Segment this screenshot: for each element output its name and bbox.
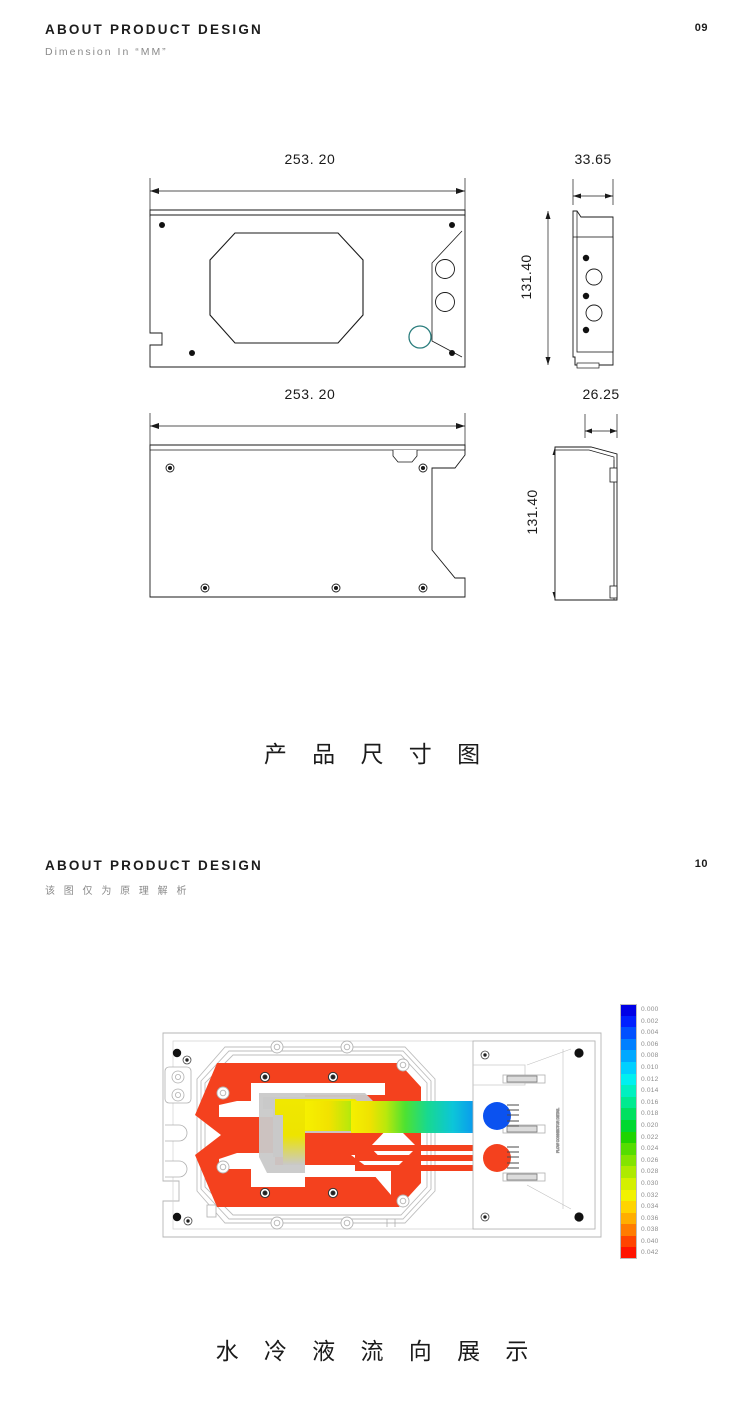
legend-tick-label: 0.024	[641, 1145, 659, 1153]
legend-row: 0.020	[620, 1119, 672, 1132]
legend-tick-label: 0.012	[641, 1075, 659, 1083]
legend-row: 0.032	[620, 1189, 672, 1202]
legend-row: 0.026	[620, 1154, 672, 1167]
drawing-cold-plate-side-view: 33.65 131.40	[515, 151, 635, 385]
page-number-09: 09	[694, 22, 708, 34]
legend-tick-label: 0.038	[641, 1226, 659, 1234]
legend-row: 0.004	[620, 1027, 672, 1039]
legend-tick-label: 0.034	[641, 1203, 659, 1211]
legend-color-swatch	[620, 1096, 637, 1109]
legend-color-swatch	[620, 1201, 637, 1213]
page-title-flow: ABOUT PRODUCT DESIGN	[45, 858, 264, 873]
legend-color-swatch	[620, 1108, 637, 1120]
legend-row: 0.012	[620, 1073, 672, 1086]
dimension-label-top-side-width: 33.65	[574, 151, 612, 167]
legend-color-swatch	[620, 1050, 637, 1062]
legend-row: 0.030	[620, 1177, 672, 1190]
legend-row: 0.042	[620, 1247, 672, 1260]
legend-tick-label: 0.026	[641, 1156, 659, 1164]
legend-color-swatch	[620, 1085, 637, 1097]
legend-row: 0.022	[620, 1131, 672, 1144]
legend-color-swatch	[620, 1154, 637, 1167]
dimension-label-bottom-side-width: 26.25	[582, 386, 620, 402]
cfd-svg-canvas: FLOW CONNECTOR DETAIL	[162, 1032, 602, 1238]
legend-color-swatch	[620, 1189, 637, 1202]
legend-row: 0.010	[620, 1061, 672, 1074]
legend-color-swatch	[620, 1004, 637, 1016]
legend-tick-label: 0.030	[641, 1179, 659, 1187]
dimension-label-top-width: 253. 20	[284, 151, 336, 167]
legend-row: 0.028	[620, 1166, 672, 1178]
page-subtitle-flow: 该 图 仅 为 原 理 解 析	[45, 886, 190, 897]
legend-row: 0.024	[620, 1143, 672, 1155]
legend-tick-label: 0.014	[641, 1087, 659, 1095]
legend-row: 0.014	[620, 1085, 672, 1097]
page-number-10: 10	[694, 858, 708, 870]
legend-color-swatch	[620, 1177, 637, 1190]
legend-row: 0.018	[620, 1108, 672, 1120]
legend-row: 0.036	[620, 1212, 672, 1225]
dimension-label-top-side-height: 131.40	[518, 254, 534, 300]
legend-color-swatch	[620, 1143, 637, 1155]
drawing-cold-plate-front-view: 253. 20	[140, 151, 480, 385]
legend-tick-label: 0.008	[641, 1052, 659, 1060]
legend-tick-label: 0.006	[641, 1040, 659, 1048]
page-subtitle-dimensions: Dimension In “MM”	[45, 46, 168, 58]
legend-tick-label: 0.028	[641, 1168, 659, 1176]
legend-row: 0.008	[620, 1050, 672, 1062]
legend-row: 0.034	[620, 1201, 672, 1213]
legend-tick-label: 0.002	[641, 1017, 659, 1025]
page-title-dimensions: ABOUT PRODUCT DESIGN	[45, 22, 264, 37]
legend-color-swatch	[620, 1038, 637, 1051]
legend-color-swatch	[620, 1073, 637, 1086]
drawing-backplate-side-view: 26.25 131.40	[515, 386, 635, 615]
legend-color-swatch	[620, 1247, 637, 1260]
legend-tick-label: 0.032	[641, 1191, 659, 1199]
dimension-label-bottom-side-height: 131.40	[524, 489, 540, 535]
caption-product-dimensions: 产 品 尺 寸 图	[263, 742, 490, 768]
cfd-flow-illustration: FLOW CONNECTOR DETAIL	[0, 1000, 753, 1250]
legend-color-swatch	[620, 1015, 637, 1028]
legend-color-swatch	[620, 1224, 637, 1236]
legend-color-swatch	[620, 1027, 637, 1039]
cfd-color-legend: 0.000 0.002 0.004 0.006 0.008 0.010 0.012 0.014…	[620, 1004, 672, 1266]
legend-color-swatch	[620, 1119, 637, 1132]
drawing-backplate-rear-view: 253. 20	[140, 386, 480, 615]
legend-tick-label: 0.020	[641, 1121, 659, 1129]
legend-tick-label: 0.036	[641, 1214, 659, 1222]
legend-color-swatch	[620, 1166, 637, 1178]
legend-tick-label: 0.042	[641, 1249, 659, 1257]
legend-color-swatch	[620, 1235, 637, 1248]
legend-tick-label: 0.016	[641, 1098, 659, 1106]
legend-tick-label: 0.000	[641, 1006, 659, 1013]
legend-color-swatch	[620, 1131, 637, 1144]
legend-row: 0.002	[620, 1015, 672, 1028]
legend-row: 0.040	[620, 1235, 672, 1248]
legend-tick-label: 0.040	[641, 1237, 659, 1245]
legend-tick-label: 0.010	[641, 1063, 659, 1071]
svg-text:FLOW CONNECTOR DETAIL: FLOW CONNECTOR DETAIL	[556, 1108, 560, 1153]
legend-tick-label: 0.004	[641, 1029, 659, 1037]
legend-color-swatch	[620, 1212, 637, 1225]
legend-row: 0.038	[620, 1224, 672, 1236]
dimension-label-bottom-width: 253. 20	[284, 386, 336, 402]
caption-coolant-flow: 水 冷 液 流 向 展 示	[215, 1339, 538, 1365]
legend-tick-label: 0.022	[641, 1133, 659, 1141]
legend-row: 0.000	[620, 1004, 672, 1016]
legend-row: 0.016	[620, 1096, 672, 1109]
legend-color-swatch	[620, 1061, 637, 1074]
legend-row: 0.006	[620, 1038, 672, 1051]
legend-tick-label: 0.018	[641, 1110, 659, 1118]
